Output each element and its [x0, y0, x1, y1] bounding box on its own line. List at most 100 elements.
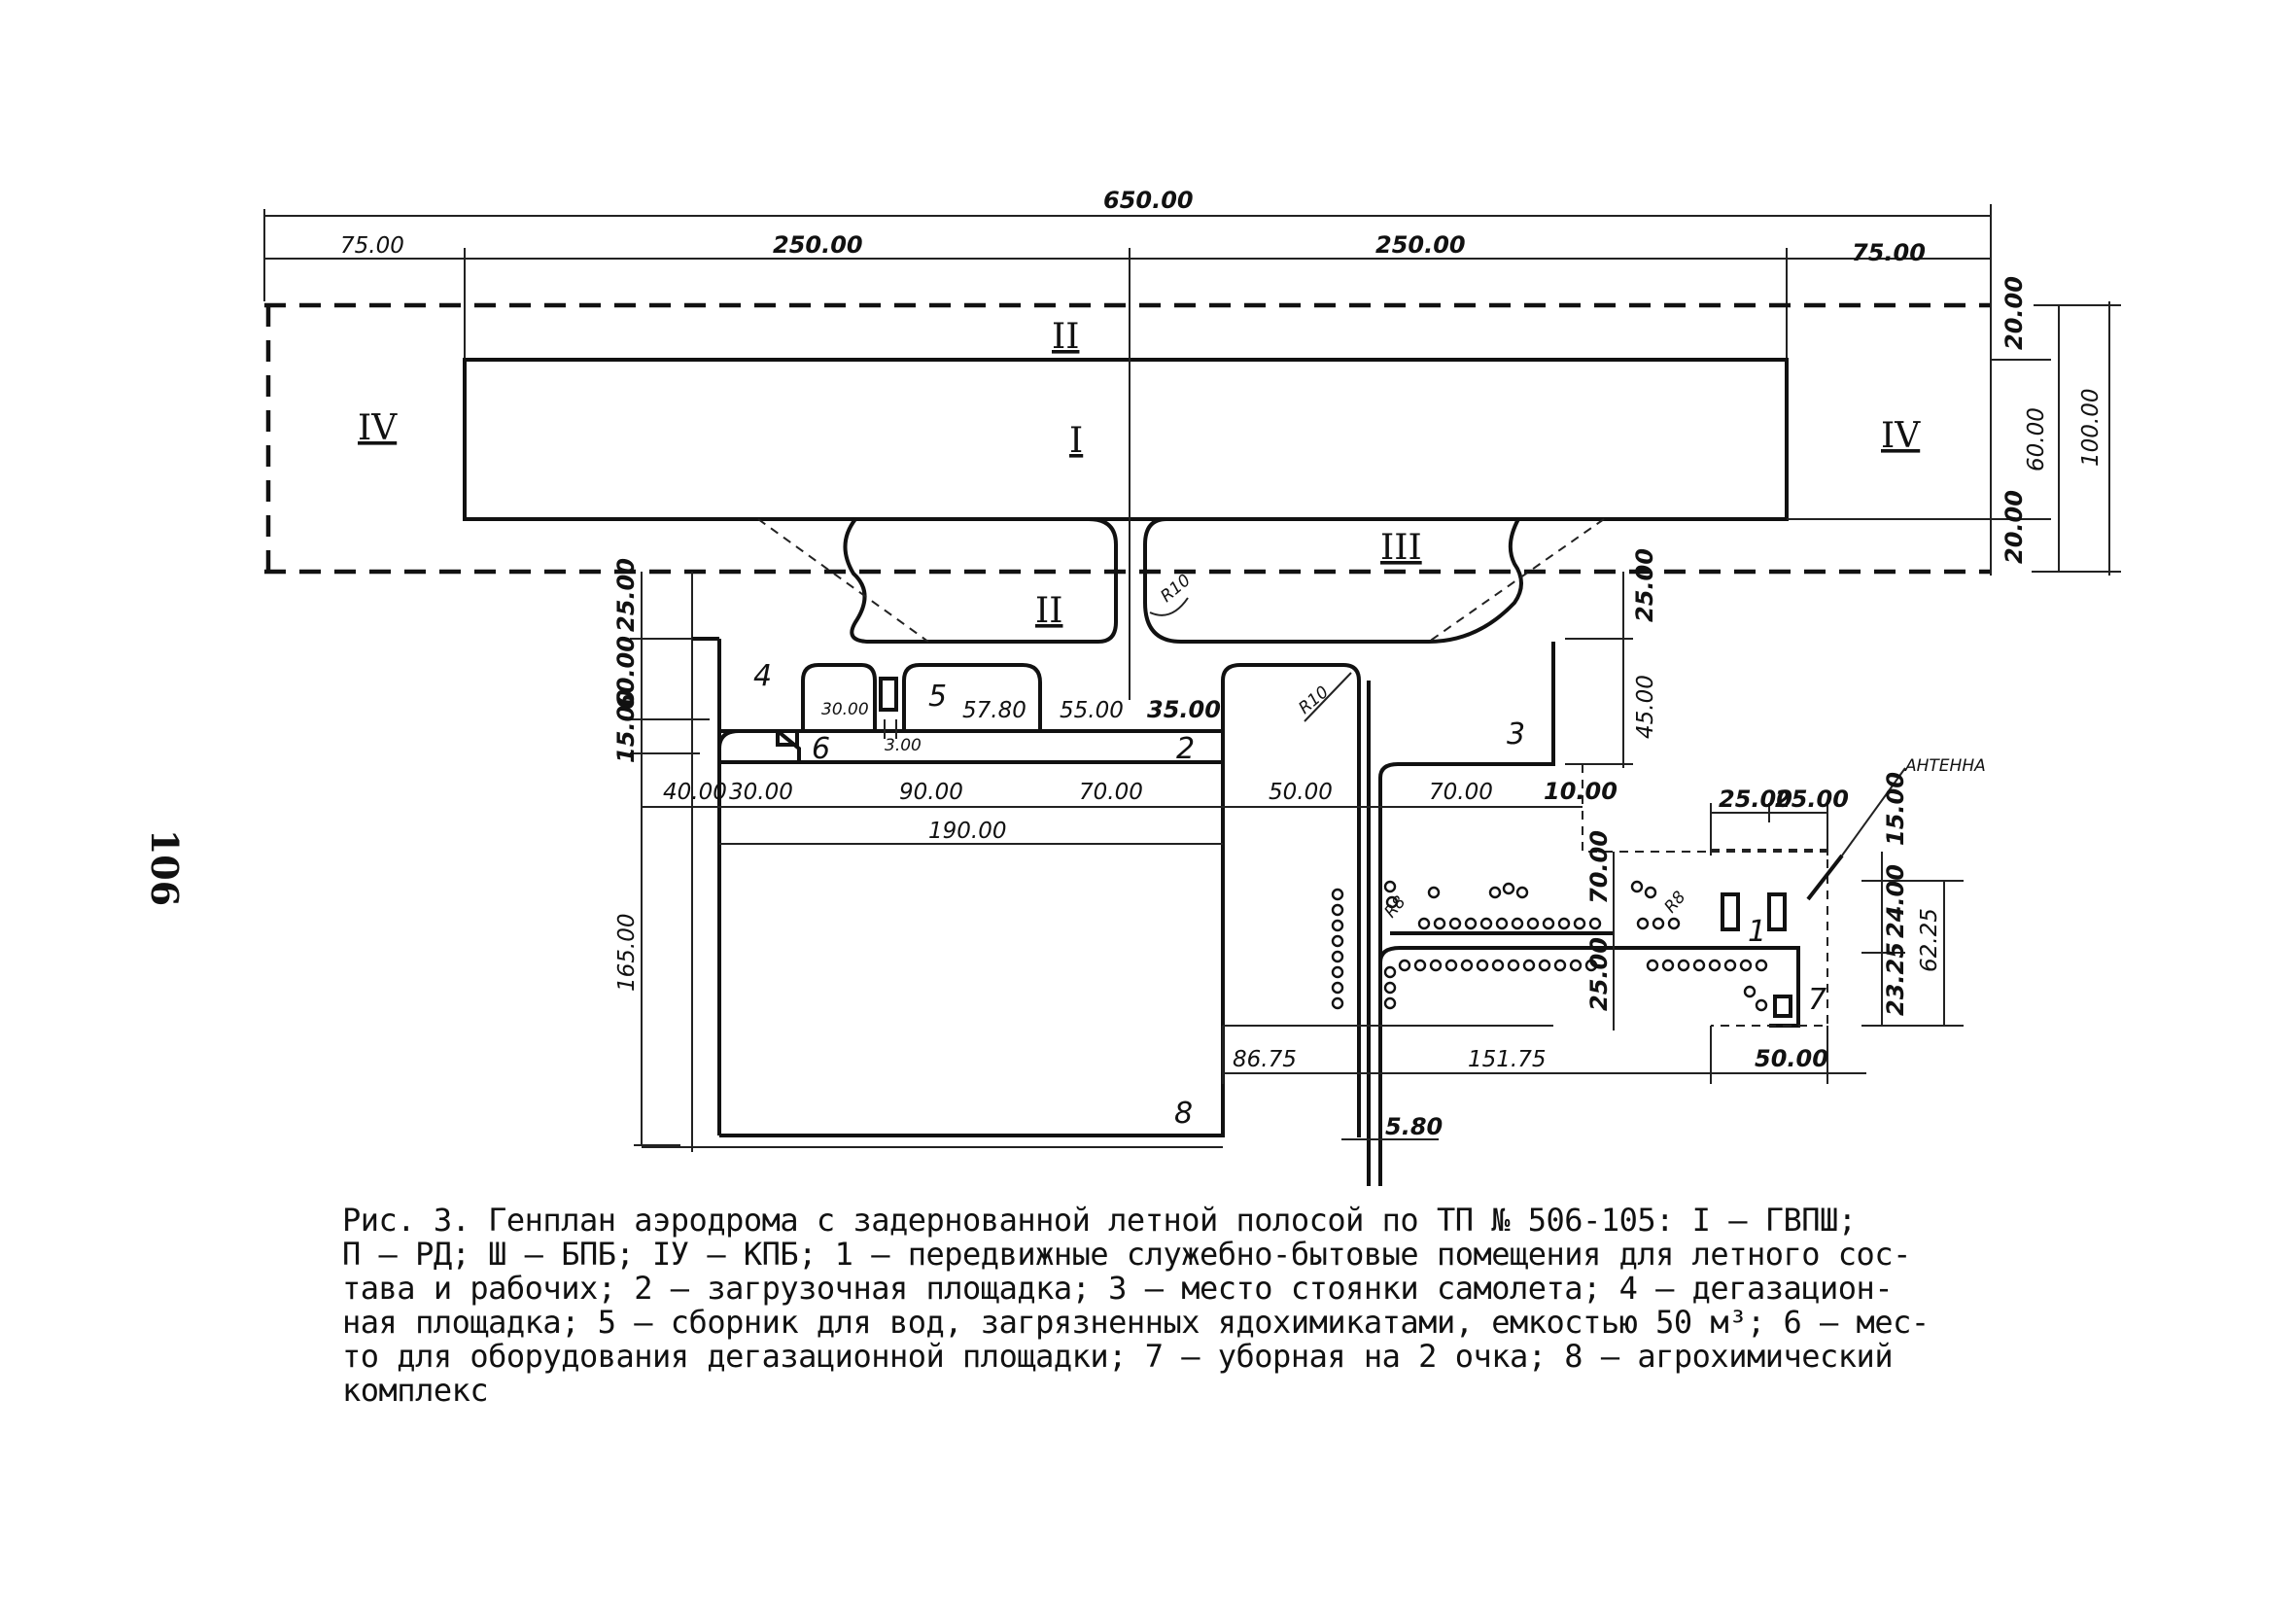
- dim-b-5-8: 5.80: [1385, 1113, 1443, 1140]
- tree: [1538, 959, 1551, 972]
- dim-h-90: 90.00: [899, 780, 963, 805]
- tree: [1542, 917, 1555, 930]
- tree: [1646, 959, 1659, 972]
- figure-caption: Рис. 3. Генплан аэродрома с задернованно…: [342, 1202, 1930, 1409]
- zone-label-taxiway-top: II: [1052, 317, 1079, 357]
- tree-rows: [1331, 880, 1768, 1012]
- tree: [1667, 917, 1681, 930]
- zone-label-taxiway-left: II: [1035, 591, 1062, 631]
- tree: [1331, 950, 1344, 963]
- tree: [1488, 886, 1502, 899]
- radius-marker-r10b: [1304, 672, 1352, 722]
- dim-v-70: 70.00: [1585, 830, 1613, 904]
- dim-v-25b: 25.00: [1585, 937, 1613, 1011]
- loading-apron-outline: [1221, 663, 1361, 1137]
- tree: [1644, 886, 1657, 899]
- dim-radius-r10b: R10: [1295, 682, 1332, 718]
- dim-v-25-left: 25.00: [612, 558, 640, 632]
- tree: [1383, 880, 1397, 893]
- tree: [1383, 996, 1397, 1010]
- dim-v-165: 165.00: [614, 914, 640, 992]
- tree: [1417, 917, 1431, 930]
- dim-v-60: 60.00: [612, 636, 640, 710]
- item-label-1: 1: [1748, 915, 1766, 949]
- dim-w-35: 35.00: [1147, 696, 1221, 723]
- zone-label-runway: I: [1069, 421, 1083, 461]
- tree: [1573, 917, 1586, 930]
- dim-w-55: 55.00: [1060, 698, 1124, 723]
- strip-boundary: [264, 302, 1991, 575]
- tree: [1444, 959, 1458, 972]
- radius-curve-r10: [1149, 597, 1189, 616]
- dim-v-24: 24.00: [1882, 864, 1909, 938]
- tree: [1511, 917, 1524, 930]
- building-1a: [1721, 892, 1740, 931]
- antenna-leader: [1841, 767, 1906, 856]
- antenna-label: АНТЕННА: [1904, 756, 1986, 776]
- tree: [1331, 919, 1344, 932]
- dim-runway-width: 60.00: [2024, 407, 2049, 472]
- tree: [1331, 996, 1344, 1010]
- tree: [1739, 959, 1753, 972]
- left-lower-dimensions: [630, 572, 719, 1152]
- fence-left-top: [1582, 764, 1827, 853]
- dim-v-45: 45.00: [1633, 675, 1658, 739]
- tree: [1464, 917, 1478, 930]
- dim-half-left: 250.00: [773, 231, 863, 259]
- dim-w-25b: 25.00: [1775, 786, 1849, 813]
- tree: [1708, 959, 1722, 972]
- tree: [1692, 959, 1706, 972]
- dim-total-length: 650.00: [1103, 187, 1194, 214]
- dim-end-left: 75.00: [340, 233, 404, 259]
- tree: [1507, 959, 1520, 972]
- tree: [1491, 959, 1505, 972]
- tree: [1331, 888, 1344, 901]
- tree: [1331, 903, 1344, 917]
- dim-b-86-75: 86.75: [1233, 1047, 1297, 1072]
- item-label-6: 6: [812, 732, 830, 766]
- tree: [1427, 886, 1441, 899]
- dim-radius-r10: R10: [1157, 571, 1194, 607]
- dim-v-25-right: 25.00: [1631, 548, 1658, 622]
- tree: [1385, 895, 1399, 909]
- item-5-basin-a: [801, 663, 877, 731]
- tree: [1413, 959, 1427, 972]
- tree: [1331, 965, 1344, 979]
- zone-label-safety: III: [1380, 528, 1422, 568]
- service-road-inner: [1378, 946, 1800, 1028]
- right-dimensions: [1990, 204, 2121, 576]
- building-1b: [1767, 892, 1787, 931]
- item-label-3: 3: [1507, 717, 1525, 751]
- dim-b-151-75: 151.75: [1468, 1047, 1546, 1072]
- item-5-basin-b: [902, 663, 1042, 731]
- item-5-tank: [879, 677, 898, 712]
- tree: [1755, 959, 1768, 972]
- dim-w-25a: 25.00: [1719, 786, 1792, 813]
- page-number: 106: [143, 828, 188, 907]
- tree: [1331, 981, 1344, 995]
- toilet-7: [1773, 995, 1792, 1018]
- item-label-7: 7: [1808, 983, 1826, 1017]
- dim-h-10: 10.00: [1544, 778, 1618, 805]
- agro-complex-outline: [719, 1021, 1225, 1137]
- dim-strip-bottom: 20.00: [2000, 490, 2028, 564]
- tree: [1755, 998, 1768, 1012]
- dim-h-70b: 70.00: [1429, 780, 1493, 805]
- dim-v-15b: 15.00: [1882, 772, 1909, 846]
- tree: [1526, 917, 1540, 930]
- dim-v-62-25: 62.25: [1917, 908, 1942, 972]
- dim-w-3: 3.00: [885, 736, 922, 755]
- tree: [1630, 880, 1644, 893]
- splay-line-left-a: [757, 518, 929, 643]
- dim-r8b: R8: [1661, 888, 1690, 917]
- tree: [1584, 959, 1598, 972]
- tree: [1677, 959, 1690, 972]
- taxiway-pad-right: [1143, 517, 1523, 644]
- dim-h-190: 190.00: [928, 819, 1006, 844]
- top-dimension-lines: [263, 209, 1992, 360]
- tree: [1743, 985, 1757, 998]
- dim-total-width: 100.00: [2078, 389, 2104, 467]
- tree: [1636, 917, 1650, 930]
